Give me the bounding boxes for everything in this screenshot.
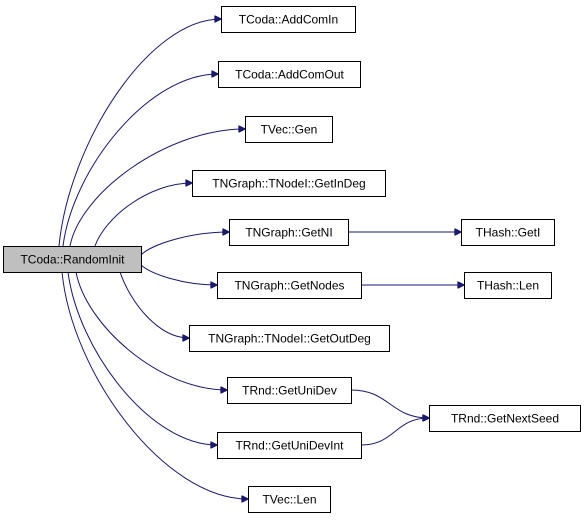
edge-root-to-getindeg — [94, 183, 192, 247]
node-vecgen[interactable]: TVec::Gen — [245, 116, 333, 143]
node-label: THash::Len — [477, 279, 539, 293]
nodes-layer: TCoda::RandomInit TCoda::AddComInTCoda::A… — [3, 6, 581, 513]
node-root[interactable]: TCoda::RandomInit — [3, 246, 142, 273]
node-box — [217, 432, 362, 459]
node-getni[interactable]: TNGraph::GetNI — [229, 219, 349, 246]
edge-getunidevint-to-getnextseed — [360, 418, 429, 446]
node-box — [429, 405, 581, 432]
edge-root-to-getunidevint — [67, 271, 217, 445]
edge-root-to-getoutdeg — [119, 271, 189, 338]
node-label: TVec::Gen — [261, 123, 318, 137]
node-box — [248, 486, 331, 513]
node-label: THash::GetI — [476, 226, 541, 240]
edge-root-to-veclen — [61, 271, 248, 499]
node-label: TRnd::GetUniDev — [242, 384, 337, 398]
node-box — [192, 170, 386, 197]
edge-root-to-vecgen — [69, 129, 245, 247]
node-label: TNGraph::GetNodes — [234, 279, 344, 293]
node-addcomin[interactable]: TCoda::AddComIn — [221, 6, 356, 33]
node-label: TCoda::AddComOut — [235, 68, 344, 82]
edge-root-to-addcomout — [62, 74, 218, 247]
node-hashgeti[interactable]: THash::GetI — [461, 219, 555, 246]
edge-root-to-getnodes — [140, 264, 217, 285]
node-getnextseed[interactable]: TRnd::GetNextSeed — [429, 405, 581, 432]
node-getindeg[interactable]: TNGraph::TNodeI::GetInDeg — [192, 170, 386, 197]
edges-layer — [58, 19, 464, 499]
node-label: TVec::Len — [262, 493, 316, 507]
node-box — [245, 116, 333, 143]
edge-root-to-addcomin — [58, 19, 221, 247]
node-label: TNGraph::GetNI — [245, 226, 332, 240]
node-box — [229, 219, 349, 246]
node-getunidev[interactable]: TRnd::GetUniDev — [227, 377, 352, 404]
node-box — [3, 246, 142, 273]
node-getoutdeg[interactable]: TNGraph::TNodeI::GetOutDeg — [189, 325, 390, 352]
node-veclen[interactable]: TVec::Len — [248, 486, 331, 513]
node-label: TRnd::GetUniDevInt — [235, 439, 344, 453]
node-getunidevint[interactable]: TRnd::GetUniDevInt — [217, 432, 362, 459]
node-label: TNGraph::TNodeI::GetInDeg — [212, 177, 365, 191]
node-getnodes[interactable]: TNGraph::GetNodes — [217, 272, 362, 299]
node-label: TRnd::GetNextSeed — [451, 412, 559, 426]
node-box — [464, 272, 552, 299]
node-box — [221, 6, 356, 33]
node-box — [217, 272, 362, 299]
node-hashlen[interactable]: THash::Len — [464, 272, 552, 299]
node-label: TCoda::AddComIn — [239, 13, 338, 27]
node-label: TNGraph::TNodeI::GetOutDeg — [208, 332, 371, 346]
node-box — [218, 61, 361, 88]
edge-root-to-getunidev — [75, 271, 227, 390]
node-box — [189, 325, 390, 352]
node-box — [227, 377, 352, 404]
node-addcomout[interactable]: TCoda::AddComOut — [218, 61, 361, 88]
node-box — [461, 219, 555, 246]
edge-root-to-getni — [140, 232, 229, 256]
edge-getunidev-to-getnextseed — [350, 389, 429, 418]
node-label: TCoda::RandomInit — [20, 253, 125, 267]
